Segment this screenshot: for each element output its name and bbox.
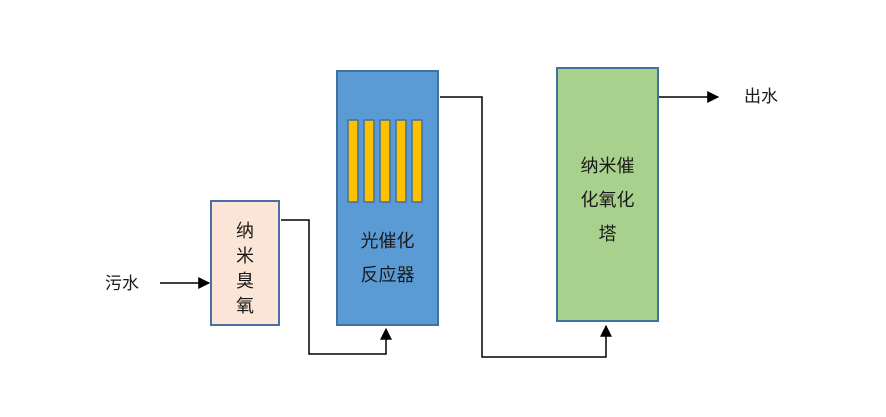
tower-label-line3: 塔 — [598, 224, 617, 245]
photo-reactor-label-line1: 光催化 — [360, 231, 415, 252]
reactor-to-tower-pipe — [440, 96, 612, 358]
lamp-tube — [395, 119, 407, 203]
tower-label-line1: 纳米催 — [580, 156, 635, 177]
lamp-tube — [411, 119, 423, 203]
tower-label-line2: 化氧化 — [580, 190, 635, 211]
tower-label: 纳米催 化氧化 塔 — [557, 150, 658, 252]
ozone-label: 纳米臭氧 — [236, 221, 254, 317]
lamp-tube — [379, 119, 391, 203]
lamp-tube-group — [347, 119, 423, 203]
lamp-tube — [363, 119, 375, 203]
inlet-label: 污水 — [105, 274, 139, 294]
ozone-to-reactor-pipe — [281, 219, 392, 355]
lamp-tube — [347, 119, 359, 203]
photo-reactor-label-line2: 反应器 — [360, 265, 415, 286]
photo-reactor-label: 光催化 反应器 — [337, 225, 438, 293]
outlet-label: 出水 — [744, 87, 778, 107]
nano-catalytic-oxidation-tower-box — [556, 67, 659, 322]
nano-ozone-box — [210, 200, 280, 326]
